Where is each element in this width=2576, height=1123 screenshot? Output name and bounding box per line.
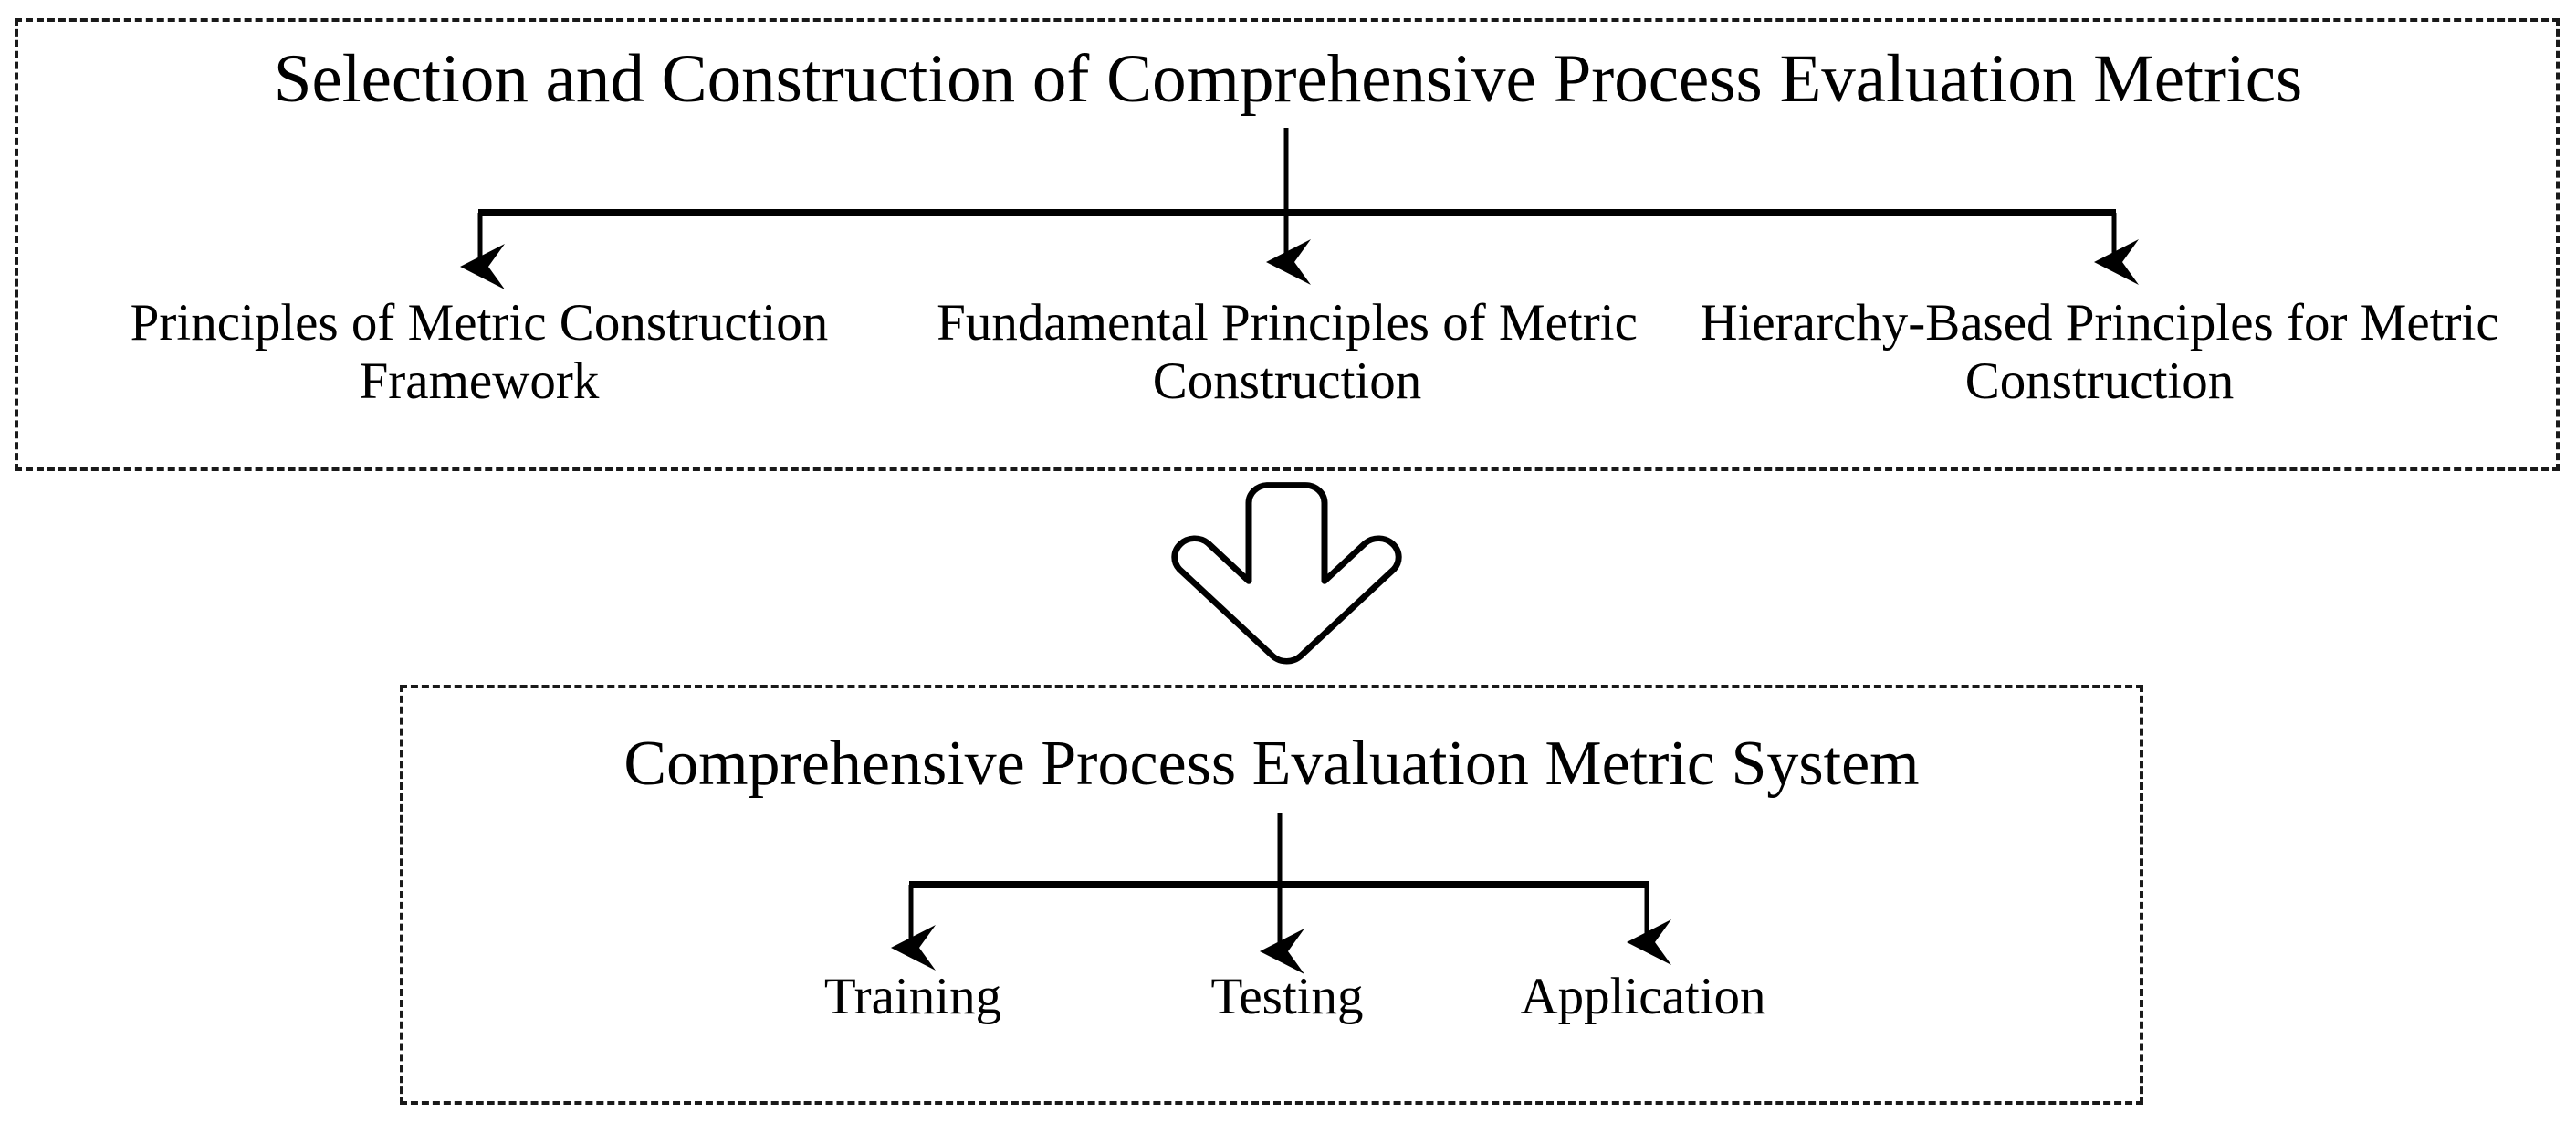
bottom-group-container [400, 685, 2143, 1105]
bottom-child-testing: Testing [1210, 968, 1364, 1025]
bottom-child-training: Training [823, 968, 1002, 1025]
bottom-group-title: Comprehensive Process Evaluation Metric … [623, 729, 1920, 799]
top-child-principles-framework: Principles of Metric Construction Framew… [130, 294, 829, 410]
top-group-container [15, 18, 2560, 471]
top-group-title: Selection and Construction of Comprehens… [273, 41, 2303, 117]
bottom-child-application: Application [1520, 968, 1766, 1025]
hollow-down-arrow-icon [1171, 482, 1402, 665]
top-child-fundamental-principles: Fundamental Principles of Metric Constru… [937, 294, 1638, 410]
top-child-hierarchy-based-principles: Hierarchy-Based Principles for Metric Co… [1700, 294, 2499, 410]
